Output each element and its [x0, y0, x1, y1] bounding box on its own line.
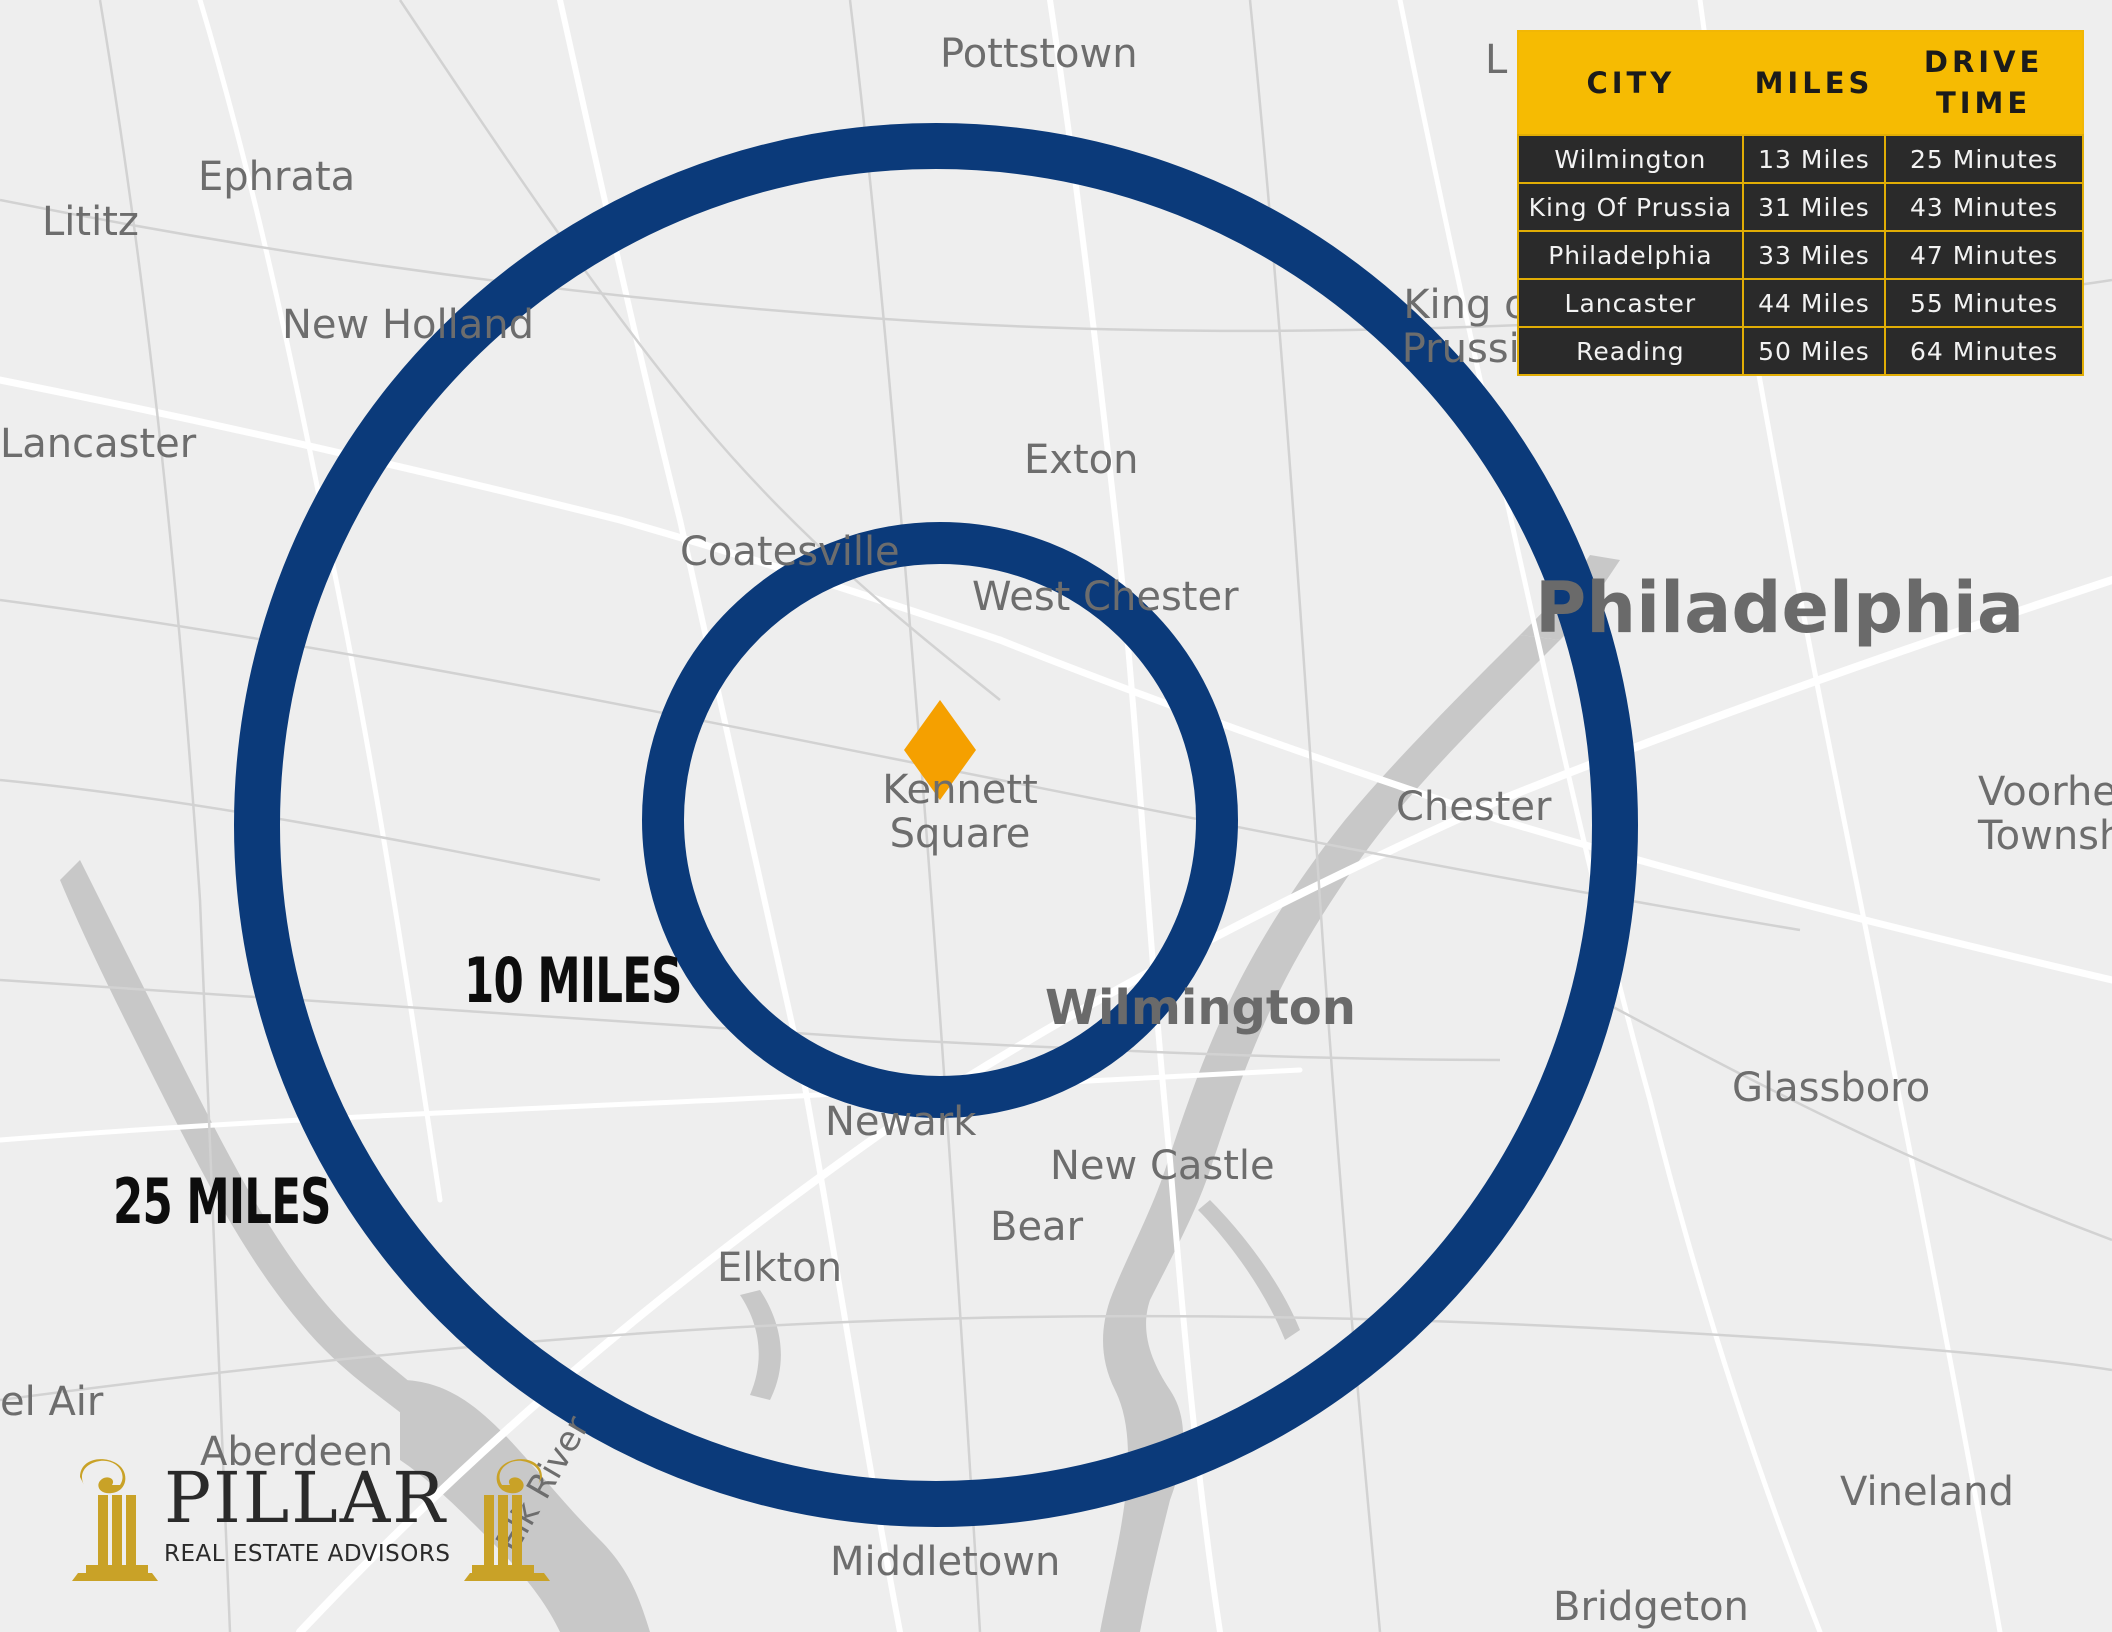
place-wilmington: Wilmington: [1045, 980, 1356, 1036]
pillar-column-icon: [72, 1459, 550, 1581]
road-route-202: [1047, 0, 1223, 1632]
place-lancaster: Lancaster: [0, 421, 197, 467]
place-newark: Newark: [825, 1099, 977, 1145]
location-pin-icon[interactable]: [904, 700, 976, 800]
table-row: Philadelphia 33 Miles 47 Minutes: [1517, 230, 2084, 280]
road-route-nj: [1397, 0, 1823, 1632]
place-coatesville: Coatesville: [680, 529, 900, 575]
table-row: Wilmington 13 Miles 25 Minutes: [1517, 134, 2084, 184]
road-route-40: [0, 1067, 1303, 1143]
water-features: [60, 555, 1620, 1632]
cell-city: Wilmington: [1517, 134, 1744, 184]
minor-road-i: [1599, 998, 2112, 1242]
cell-drive-time: 55 Minutes: [1884, 278, 2084, 328]
ring-25-label: 25 MILES: [113, 1165, 331, 1238]
place-west-chester: West Chester: [972, 574, 1239, 620]
pillar-logo: PILLAR REAL ESTATE ADVISORS: [72, 1455, 552, 1585]
header-city: CITY: [1518, 31, 1743, 135]
cell-city: Reading: [1517, 326, 1744, 376]
cell-drive-time: 25 Minutes: [1884, 134, 2084, 184]
place-glassboro: Glassboro: [1732, 1065, 1931, 1111]
cell-city: Lancaster: [1517, 278, 1744, 328]
place-aberdeen: Aberdeen: [200, 1429, 394, 1475]
table-header-row: CITY MILES DRIVE TIME: [1518, 31, 2083, 135]
brand-tagline: REAL ESTATE ADVISORS: [164, 1541, 451, 1567]
minor-road-d: [98, 0, 232, 1632]
header-drive-time: DRIVE TIME: [1885, 31, 2083, 135]
cell-drive-time: 43 Minutes: [1884, 182, 2084, 232]
cell-miles: 13 Miles: [1741, 134, 1887, 184]
header-miles: MILES: [1742, 31, 1886, 135]
ring-10-label: 10 MILES: [464, 944, 682, 1017]
chesapeake-bay: [400, 1380, 650, 1632]
cell-drive-time: 47 Minutes: [1884, 230, 2084, 280]
table-row: Reading 50 Miles 64 Minutes: [1517, 326, 2084, 376]
minor-road-g: [0, 1314, 2112, 1402]
place-bridgeton: Bridgeton: [1553, 1584, 1749, 1630]
cell-city: Philadelphia: [1517, 230, 1744, 280]
delaware-river: [1100, 635, 1560, 1632]
place-vineland: Vineland: [1840, 1469, 2014, 1515]
cell-city: King Of Prussia: [1517, 182, 1744, 232]
place-exton: Exton: [1024, 437, 1139, 483]
road-route-30: [0, 376, 1004, 644]
place-kennett-square: Kennett Square: [882, 767, 1038, 857]
place-chester: Chester: [1396, 784, 1552, 830]
table-row: Lancaster 44 Miles 55 Minutes: [1517, 278, 2084, 328]
cell-miles: 50 Miles: [1741, 326, 1887, 376]
minor-road-f: [1248, 0, 1382, 1632]
place-voorhees: Voorhees Townsh: [1978, 769, 2112, 859]
estuary-branch: [1198, 1200, 1300, 1340]
ring-10-miles: [642, 522, 1238, 1118]
header-drive-line1: DRIVE: [1923, 45, 2044, 80]
place-pottstown: Pottstown: [940, 31, 1138, 77]
cell-miles: 31 Miles: [1741, 182, 1887, 232]
place-bel-air: el Air: [0, 1379, 104, 1425]
ring-25-miles: [234, 123, 1638, 1527]
place-ephrata: Ephrata: [198, 154, 356, 200]
road-east: [996, 636, 2112, 984]
place-partial-l: L: [1485, 37, 1508, 83]
cell-drive-time: 64 Minutes: [1884, 326, 2084, 376]
minor-road-h: [398, 0, 1001, 701]
place-new-holland: New Holland: [282, 302, 534, 348]
cell-miles: 33 Miles: [1741, 230, 1887, 280]
susquehanna-river: [60, 860, 430, 1420]
place-elkton: Elkton: [717, 1245, 843, 1291]
cell-miles: 44 Miles: [1741, 278, 1887, 328]
place-philadelphia: Philadelphia: [1535, 567, 2025, 649]
elk-river-water: [740, 1290, 781, 1400]
minor-road-j: [0, 778, 601, 882]
place-bear: Bear: [990, 1204, 1084, 1250]
table-row: King Of Prussia 31 Miles 43 Minutes: [1517, 182, 2084, 232]
header-drive-line2: TIME: [1935, 86, 2032, 120]
place-new-castle: New Castle: [1050, 1143, 1275, 1189]
road-north-south: [557, 0, 903, 1632]
drive-time-table: CITY MILES DRIVE TIME Wilmington 13 Miles…: [1517, 30, 2084, 376]
brand-name: PILLAR: [164, 1457, 447, 1539]
place-middletown: Middletown: [830, 1539, 1061, 1585]
place-lititz: Lititz: [42, 199, 139, 245]
